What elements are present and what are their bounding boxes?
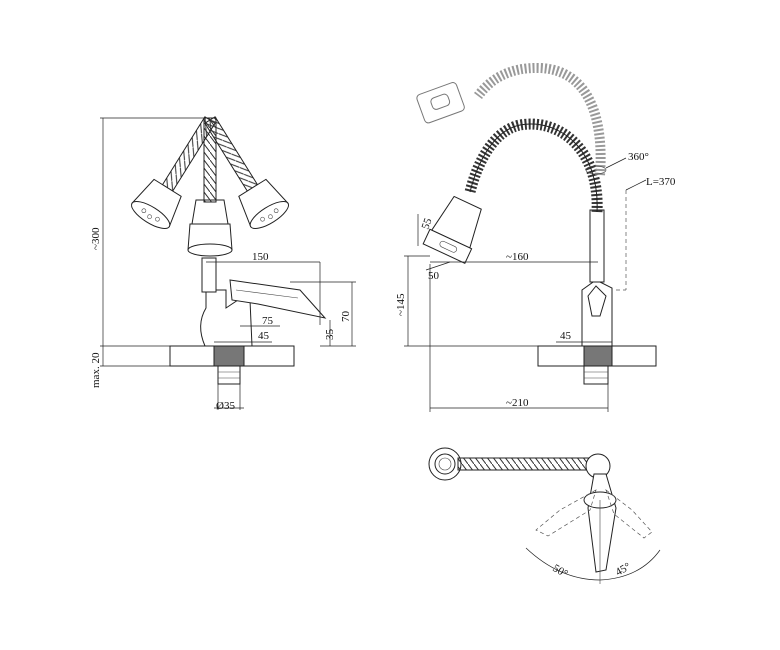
dim-head-length: 55 bbox=[420, 216, 435, 231]
dim-swivel-angle: 360° bbox=[628, 151, 649, 163]
swivel-ring bbox=[585, 165, 607, 175]
arc-left bbox=[525, 547, 601, 581]
dim-overall-depth: ~210 bbox=[506, 397, 529, 409]
top-view: 50° 45° bbox=[428, 447, 661, 584]
hose-active bbox=[464, 118, 603, 213]
lever-top bbox=[587, 473, 617, 573]
dim-height-total: ~300 bbox=[90, 227, 102, 250]
lever-handle bbox=[229, 279, 327, 319]
spray-head-active bbox=[422, 195, 482, 264]
spout-neck bbox=[201, 257, 217, 293]
dim-counter-thickness: max. 20 bbox=[90, 352, 102, 388]
spray-head-alternate bbox=[416, 82, 465, 124]
dim-head-depth: 50 bbox=[428, 270, 440, 282]
dim-base-width-front: 45 bbox=[258, 330, 270, 342]
head-top-outer bbox=[428, 447, 462, 481]
lever-handle-side bbox=[587, 285, 607, 317]
riser-pipe bbox=[589, 209, 605, 283]
side-view: 360° L=370 55 50 ~160 ~145 45 ~210 bbox=[395, 62, 676, 412]
dim-base-width-side: 45 bbox=[560, 330, 572, 342]
arc-right bbox=[599, 549, 661, 581]
dim-angle-left: 50° bbox=[551, 562, 570, 580]
dim-angle-right: 45° bbox=[614, 561, 633, 579]
front-view: ~300 max. 20 150 70 35 75 45 Ø35 bbox=[90, 116, 356, 412]
thread-nut bbox=[217, 365, 241, 385]
lever-alt-right bbox=[605, 489, 653, 539]
dim-spout-height: ~145 bbox=[395, 293, 407, 316]
hose-alternate bbox=[474, 62, 606, 176]
mount-stud bbox=[213, 345, 245, 367]
thread-nut-side bbox=[583, 365, 609, 385]
spray-head-right bbox=[204, 116, 289, 229]
dim-spout-reach: ~160 bbox=[506, 251, 529, 263]
dim-hose-length: L=370 bbox=[646, 176, 676, 188]
dim-handle-drop: 35 bbox=[324, 329, 336, 341]
dim-lever-offset: 75 bbox=[262, 315, 274, 327]
dim-reach-handle: 150 bbox=[252, 251, 269, 263]
lever-alt-left bbox=[535, 489, 597, 537]
dim-thread-diameter: Ø35 bbox=[216, 400, 235, 412]
hose-top bbox=[457, 457, 597, 471]
dim-handle-height: 70 bbox=[340, 311, 352, 323]
